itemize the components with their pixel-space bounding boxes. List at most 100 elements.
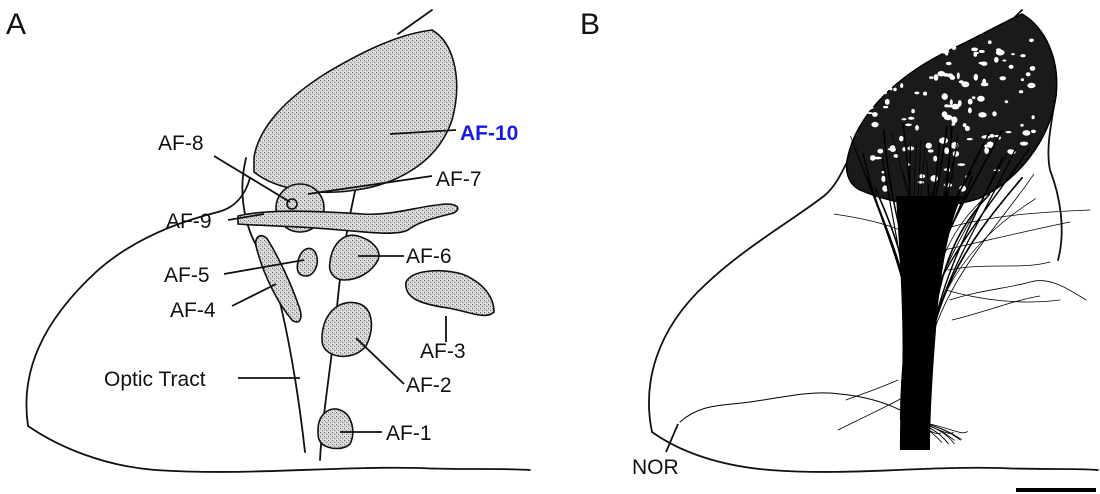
af10-region xyxy=(254,30,457,192)
neuropil-gap xyxy=(951,104,959,110)
neuropil-gap xyxy=(872,112,878,117)
neuropil-gap xyxy=(877,149,883,154)
axon-fiber xyxy=(952,296,1040,320)
neuropil-gap xyxy=(946,62,952,66)
neuropil-gap xyxy=(981,83,989,87)
neuropil-gap xyxy=(996,50,1005,56)
axon-fiber xyxy=(948,262,1050,270)
neuropil-gap xyxy=(968,99,973,105)
neuropil-gap xyxy=(1032,115,1035,119)
neuropil-gap xyxy=(1009,65,1014,69)
neuropil-gap xyxy=(876,89,881,96)
neuropil-gap xyxy=(957,72,960,79)
neuropil-gap xyxy=(926,143,932,149)
neuropil-gap xyxy=(934,74,939,81)
panel-a-bottom-contour xyxy=(28,426,530,472)
neuropil-gap xyxy=(988,40,992,44)
neuropil-gap xyxy=(1005,100,1009,103)
neuropil-gap xyxy=(967,138,973,140)
axon-fiber xyxy=(846,380,898,400)
af4-region xyxy=(256,236,301,322)
neuropil-gap xyxy=(957,163,965,166)
neuropil-gap xyxy=(944,148,949,155)
neuropil-gap xyxy=(884,92,887,95)
axon-fiber xyxy=(950,281,1086,300)
panel-b-fibers xyxy=(680,124,1090,444)
neuropil-gap xyxy=(974,53,978,57)
neuropil-gap xyxy=(1005,131,1011,133)
neuropil-gap xyxy=(971,48,978,52)
af5-label: AF-5 xyxy=(164,264,210,287)
neuropil-gap xyxy=(979,50,985,53)
neuropil-gap xyxy=(866,106,873,110)
neuropil-gap xyxy=(972,96,976,99)
neuropil-gap xyxy=(942,93,948,100)
neuropil-gap xyxy=(933,156,937,162)
neuropil-gap xyxy=(923,92,927,96)
neuropil-gap xyxy=(1020,142,1028,146)
neuropil-gap xyxy=(889,87,892,90)
af1-label: AF-1 xyxy=(386,422,432,445)
neuropil-gap xyxy=(962,81,970,87)
neuropil-gap xyxy=(952,46,957,50)
neuropil-gap xyxy=(984,145,987,148)
neuropil-gap xyxy=(1023,130,1031,136)
neuropil-gap xyxy=(915,125,919,131)
neuropil-gap xyxy=(928,149,934,152)
neuropil-gap xyxy=(908,117,914,120)
neuropil-gap xyxy=(902,118,907,120)
neuropil-gap xyxy=(1020,124,1024,127)
af3-region xyxy=(406,271,494,316)
neuropil-gap xyxy=(977,96,985,102)
panel-a-letter: A xyxy=(6,8,26,41)
neuropil-gap xyxy=(968,107,972,113)
neuropil-gap xyxy=(1026,72,1031,76)
nor-label: NOR xyxy=(632,456,679,479)
af2-region xyxy=(322,302,371,356)
axon-fiber xyxy=(838,396,906,430)
af9-region xyxy=(238,204,458,233)
neuropil-gap xyxy=(974,74,978,81)
neuropil-gap xyxy=(924,54,931,57)
af8-label: AF-8 xyxy=(158,132,204,155)
neuropil-gap xyxy=(1028,183,1032,187)
neuropil-gap xyxy=(965,126,970,131)
af7-label: AF-7 xyxy=(436,168,482,191)
af4-label: AF-4 xyxy=(170,299,216,322)
af2-leader xyxy=(356,338,404,384)
neuropil-gap xyxy=(1000,76,1007,80)
neuropil-gap xyxy=(871,122,878,127)
scale-bar xyxy=(1016,488,1096,492)
af10-label: AF-10 xyxy=(460,122,518,145)
axon-fiber xyxy=(680,393,900,422)
neuropil-gap xyxy=(950,75,955,80)
panel-b-brain-outline xyxy=(649,160,848,432)
neuropil-gap xyxy=(899,136,903,142)
neuropil-gap xyxy=(1011,53,1015,55)
neuropil-gap xyxy=(938,71,946,76)
neuropil-gap xyxy=(1030,66,1036,71)
neuropil-gap xyxy=(1002,60,1006,62)
af2-label: AF-2 xyxy=(406,374,452,397)
panel-b-bottom-contour xyxy=(652,432,1098,472)
nor-leader xyxy=(666,424,678,452)
neuropil-gap xyxy=(893,88,897,92)
panel-b-letter: B xyxy=(580,8,600,41)
af4-leader xyxy=(232,284,276,306)
panel-a: A xyxy=(6,8,530,472)
neuropil-gap xyxy=(883,106,888,108)
neuropil-gap xyxy=(880,62,884,67)
neuropil-gap xyxy=(944,115,952,120)
af6-label: AF-6 xyxy=(406,245,452,268)
neuropil-gap xyxy=(1027,83,1035,88)
af5-region xyxy=(297,248,317,276)
optic-tract-label: Optic Tract xyxy=(104,368,206,391)
neuropil-gap xyxy=(994,57,999,63)
axon-fiber xyxy=(834,214,900,230)
neuropil-gap xyxy=(1031,130,1036,134)
neuropil-gap xyxy=(992,111,996,116)
neuropil-gap xyxy=(947,105,952,108)
neuropil-gap xyxy=(868,92,875,96)
neuropil-gap xyxy=(905,124,912,127)
